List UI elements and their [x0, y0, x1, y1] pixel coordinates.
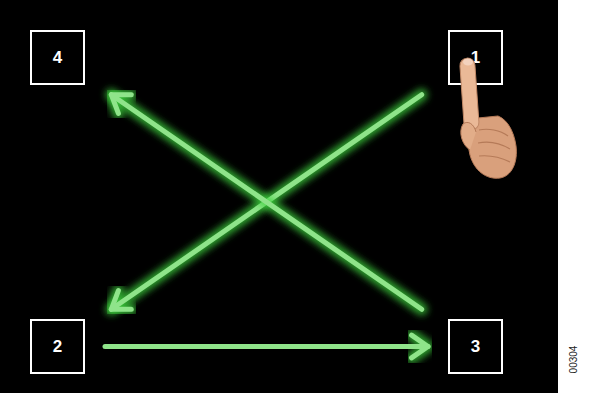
arrow-glow [105, 341, 428, 353]
box-number: 4 [53, 49, 62, 66]
number-box: 2 [30, 319, 85, 374]
arrow-glow [111, 95, 421, 310]
arrow-glow [111, 95, 421, 310]
arrow-line [111, 95, 421, 310]
knuckle-line [479, 129, 508, 136]
figure-code: 00304 [568, 335, 579, 385]
flow-arrow [111, 95, 421, 310]
thumb [461, 122, 476, 150]
knuckle-line [478, 142, 510, 149]
number-box: 4 [30, 30, 85, 85]
arrow-line [111, 95, 421, 310]
box-number: 2 [53, 338, 62, 355]
arrow-line [111, 95, 131, 114]
flow-arrow [105, 335, 428, 358]
index-finger [459, 58, 479, 131]
flow-arrow [111, 95, 421, 310]
arrow-line [412, 335, 428, 358]
number-box: 3 [448, 319, 503, 374]
arrow-line [105, 344, 428, 349]
hand-illustration [459, 58, 516, 179]
arrow-line [111, 291, 131, 310]
fingernail [463, 59, 473, 66]
box-number: 3 [471, 338, 480, 355]
knuckle-line [479, 156, 510, 162]
